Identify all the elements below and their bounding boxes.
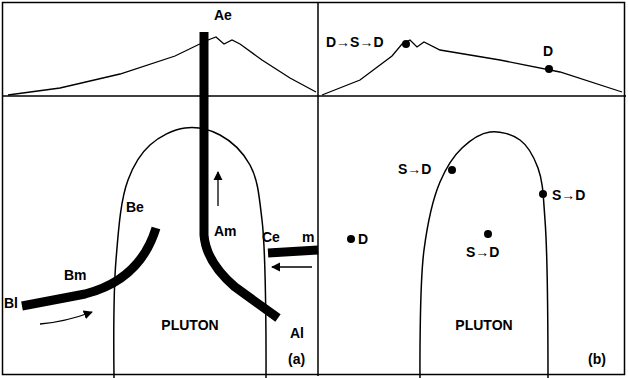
sample-dot [484,230,492,238]
label-holder: S→D [552,186,585,204]
label-holder: Be [126,198,144,216]
annotation-label: D [543,43,553,60]
label-holder: D [358,230,368,248]
label-holder: Bm [64,266,87,284]
pluton-label: PLUTON [161,317,218,334]
flow-arrow [40,312,92,324]
label-holder: (b) [588,350,606,368]
label-holder: S→D [398,160,431,178]
sample-dot [402,40,410,48]
annotation-label: Bm [64,267,87,284]
annotation-label: D→S→D [326,34,384,51]
annotation-label: m [302,229,314,246]
flow-arrow [272,266,312,267]
annotation-label: Be [126,199,144,216]
figure-frame [3,3,625,375]
label-holder: D→S→D [326,33,384,51]
pluton-outline [114,128,266,378]
label-holder: (a) [288,350,305,368]
panel-divider [317,2,319,376]
pluton-label-holder: PLUTON [161,316,218,334]
flow-arrow [217,172,218,206]
annotation-label: S→D [552,187,585,204]
magma-conduit [22,228,156,306]
pluton-label: PLUTON [455,317,512,334]
annotation-label: Ae [214,7,232,24]
label-holder: Ae [214,6,232,24]
label-holder: D [543,42,553,60]
label-holder: Am [214,222,237,240]
annotation-label: (a) [288,351,305,368]
annotation-label: Bl [4,295,18,312]
ground-level-line [2,95,626,97]
magma-conduit [204,32,278,318]
label-holder: m [302,228,314,246]
annotation-label: D [358,231,368,248]
sample-dot [347,235,355,243]
annotation-label: Am [214,223,237,240]
annotation-label: Ce [262,229,280,246]
annotation-label: S→D [466,244,499,261]
annotation-label: (b) [588,351,606,368]
pluton-label-holder: PLUTON [455,316,512,334]
volcano-profile [8,37,316,95]
magma-conduit [268,250,318,253]
annotation-label: Al [290,325,304,342]
pluton-outline [420,132,548,378]
pluton-body: PLUTON [112,126,268,378]
sample-dot [545,65,553,73]
pluton-outline [112,126,268,378]
label-holder: S→D [466,243,499,261]
annotation-label: S→D [398,161,431,178]
label-holder: Bl [4,294,18,312]
label-holder: Al [290,324,304,342]
label-holder: Ce [262,228,280,246]
sample-dot [448,166,456,174]
